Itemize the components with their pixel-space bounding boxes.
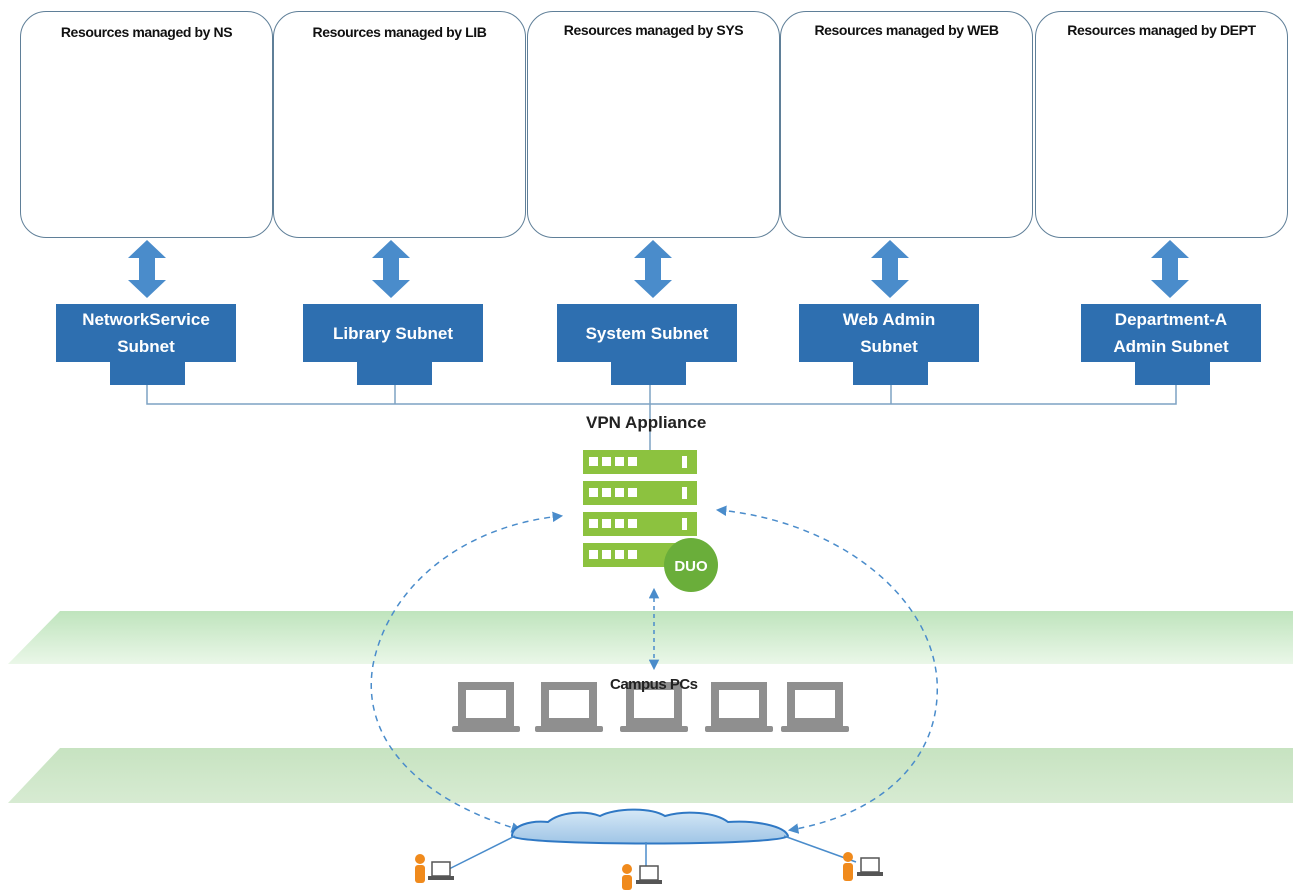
- campus-pc-icon: [781, 682, 849, 732]
- panel-title: Resources managed by DEPT: [1067, 22, 1256, 38]
- vpn-rack-unit: [583, 481, 697, 505]
- subnet-box-department-a: Department-A Admin Subnet: [1081, 304, 1261, 362]
- panel-title: Resources managed by LIB: [312, 24, 487, 40]
- duo-badge-text: DUO: [674, 558, 708, 575]
- vpn-appliance-icon: DUO: [583, 450, 718, 592]
- subnet-label: Web Admin Subnet: [842, 310, 936, 356]
- internet-cloud-icon: [510, 808, 790, 845]
- dashed-flow-left: [370, 511, 564, 833]
- subnet-label: Department-A Admin Subnet: [1113, 310, 1229, 356]
- campus-pc-icon: [535, 682, 603, 732]
- double-arrow-icon: [634, 240, 672, 298]
- vpn-rack-unit: [583, 512, 697, 536]
- campus-network-band-top: [8, 611, 1293, 664]
- campus-pcs-label: Campus PCs: [610, 676, 698, 693]
- duo-badge-icon: [664, 538, 718, 592]
- panel-web: Resources managed by WEB: [780, 11, 1033, 238]
- vpn-appliance-label: VPN Appliance: [586, 413, 707, 432]
- remote-user-icon: [415, 854, 454, 883]
- panel-lib: Resources managed by LIB: [273, 11, 526, 238]
- remote-user-icon: [622, 864, 662, 890]
- campus-network-band-bottom: [8, 748, 1293, 803]
- campus-pc-group: [452, 682, 849, 732]
- campus-pc-icon: [620, 682, 688, 732]
- panel-subnet-arrows: [128, 240, 1189, 298]
- remote-user-icon: [843, 852, 883, 881]
- double-arrow-icon: [372, 240, 410, 298]
- subnet-tab: [853, 362, 928, 385]
- vpn-rack-unit: [583, 450, 697, 474]
- panel-dept: Resources managed by DEPT: [1035, 11, 1288, 238]
- double-arrow-icon: [871, 240, 909, 298]
- panel-title: Resources managed by NS: [60, 24, 233, 40]
- panel-ns: Resources managed by NS: [20, 11, 273, 238]
- subnet-label: Library Subnet: [333, 323, 453, 343]
- campus-pc-icon: [452, 682, 520, 732]
- subnet-label: NetworkService Subnet: [82, 310, 210, 356]
- dashed-flow-right: [715, 505, 938, 834]
- double-arrow-icon: [128, 240, 166, 298]
- subnet-box-system: System Subnet: [557, 304, 737, 362]
- double-arrow-icon: [1151, 240, 1189, 298]
- subnet-box-networkservice: NetworkService Subnet: [56, 304, 236, 362]
- panel-title: Resources managed by WEB: [814, 22, 999, 38]
- subnet-tab: [1135, 362, 1210, 385]
- subnet-tab: [357, 362, 432, 385]
- subnet-tab: [110, 362, 185, 385]
- subnet-box-library: Library Subnet: [303, 304, 483, 362]
- panel-title: Resources managed by SYS: [563, 22, 744, 38]
- subnet-tab: [611, 362, 686, 385]
- panel-sys: Resources managed by SYS: [527, 11, 780, 238]
- subnet-label: System Subnet: [585, 323, 709, 343]
- campus-pc-icon: [705, 682, 773, 732]
- subnet-box-web-admin: Web Admin Subnet: [799, 304, 979, 362]
